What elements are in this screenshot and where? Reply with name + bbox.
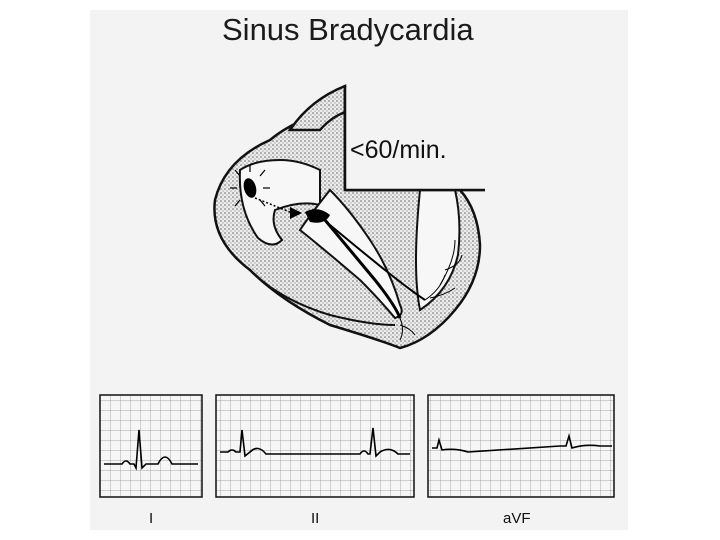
ecg-strip-lead-II xyxy=(216,395,414,497)
ecg-grid-II xyxy=(216,395,414,497)
lead-label-II: II xyxy=(311,510,319,527)
heart-rate-label: <60/min. xyxy=(350,136,447,165)
lead-label-I: I xyxy=(149,510,153,527)
ecg-grid-I xyxy=(100,395,202,497)
ecg-strip-lead-aVF xyxy=(428,395,614,497)
lead-label-aVF: aVF xyxy=(503,510,531,527)
ecg-strip-lead-I xyxy=(100,395,202,497)
